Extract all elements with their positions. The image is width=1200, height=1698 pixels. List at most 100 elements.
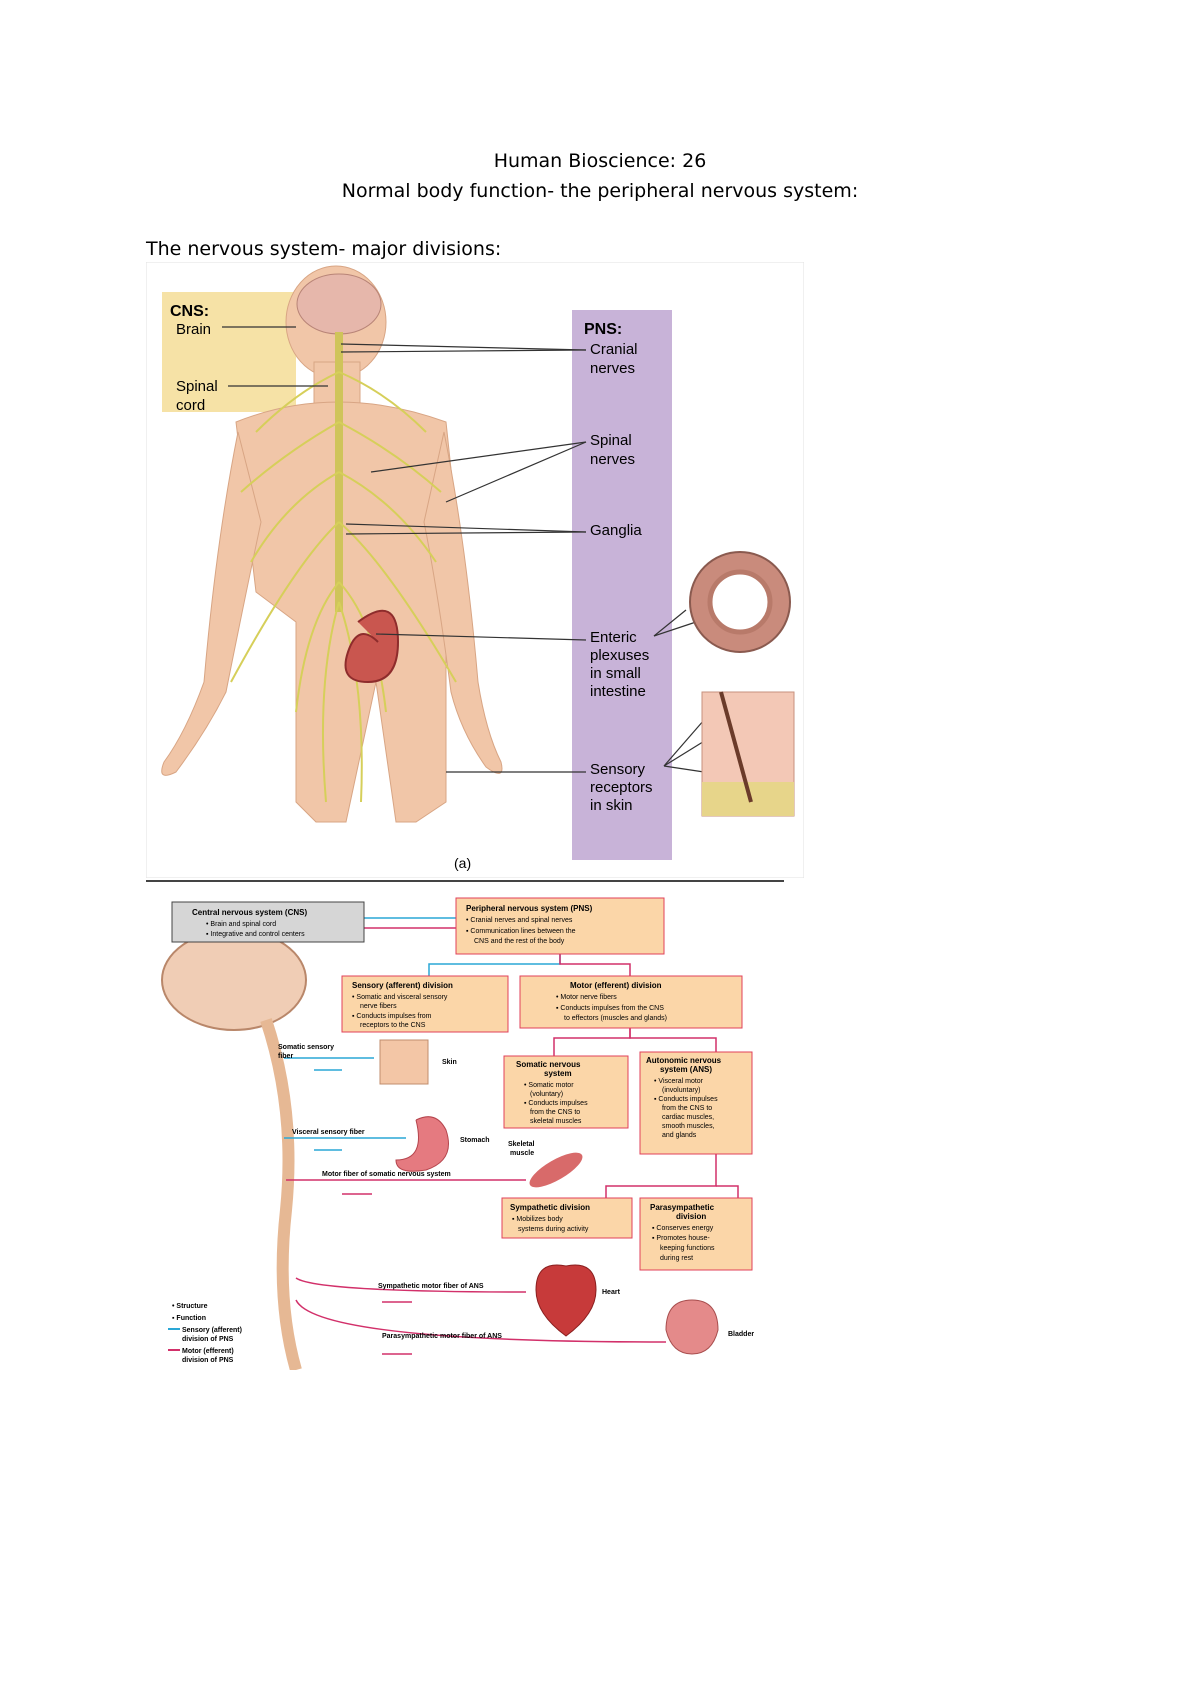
pns-sensory-3: in skin bbox=[590, 797, 633, 814]
pns-sensory-2: receptors bbox=[590, 779, 653, 796]
section-heading: The nervous system- major divisions: bbox=[146, 238, 502, 260]
pns-box-item-1: • Cranial nerves and spinal nerves bbox=[466, 917, 573, 924]
ans-box-title-1: Autonomic nervous bbox=[646, 1056, 722, 1065]
cns-box bbox=[162, 292, 296, 412]
legend-sensory-2: division of PNS bbox=[182, 1336, 234, 1343]
legend-structure: • Structure bbox=[172, 1303, 208, 1310]
para-box-item-1: ▪ Conserves energy bbox=[652, 1225, 714, 1232]
heart-label: Heart bbox=[602, 1289, 621, 1296]
sensory-box-title: Sensory (afferent) division bbox=[352, 981, 453, 990]
pns-sensory-1: Sensory bbox=[590, 761, 646, 778]
pns-enteric-4: intestine bbox=[590, 683, 646, 700]
pns-enteric-3: in small bbox=[590, 665, 641, 682]
ans-box-item-3: ▪ Conducts impulses bbox=[654, 1096, 718, 1103]
sympathetic-fiber-label: Sympathetic motor fiber of ANS bbox=[378, 1283, 484, 1290]
somatic-box-item-2: (voluntary) bbox=[530, 1091, 563, 1098]
cns-box-item-1: • Brain and spinal cord bbox=[206, 921, 276, 928]
sensory-division-box bbox=[341, 975, 509, 1033]
brain-illustration-b bbox=[161, 929, 307, 1031]
symp-box-item-2: systems during activity bbox=[518, 1226, 589, 1233]
document-subtitle: Normal body function- the peripheral ner… bbox=[341, 180, 859, 202]
ans-box-title-2: system (ANS) bbox=[660, 1065, 712, 1074]
sensory-box-item-4: receptors to the CNS bbox=[360, 1022, 426, 1029]
motor-box-title: Motor (efferent) division bbox=[570, 981, 662, 990]
sensory-box-item-3: ▪ Conducts impulses from bbox=[352, 1013, 432, 1020]
pns-cranial-1: Cranial bbox=[590, 341, 638, 358]
para-box-item-3: keeping functions bbox=[660, 1245, 715, 1252]
somatic-box-title-2: system bbox=[544, 1069, 572, 1078]
legend-function: ▪ Function bbox=[172, 1315, 206, 1322]
para-box-item-2: ▪ Promotes house- bbox=[652, 1235, 710, 1242]
nervous-system-body-figure: CNS: Brain Spinal cord PNS: Cranial nerv… bbox=[146, 262, 804, 878]
pns-ganglia: Ganglia bbox=[590, 522, 642, 539]
somatic-box-title-1: Somatic nervous bbox=[516, 1060, 581, 1069]
cns-spinal-label-2: cord bbox=[176, 397, 205, 414]
skin-illustration-b bbox=[379, 1039, 429, 1085]
cns-brain-label: Brain bbox=[176, 321, 211, 338]
para-box-title-2: division bbox=[676, 1212, 706, 1221]
stomach-label: Stomach bbox=[460, 1137, 490, 1144]
cns-heading: CNS: bbox=[170, 303, 209, 320]
somatic-box-item-5: skeletal muscles bbox=[530, 1118, 582, 1125]
pns-box-item-2: ▪ Communication lines between the bbox=[466, 928, 576, 935]
symp-box-item-1: ▪ Mobilizes body bbox=[512, 1216, 563, 1223]
cns-spinal-label-1: Spinal bbox=[176, 378, 218, 395]
visceral-sensory-fiber-label: Visceral sensory fiber bbox=[292, 1129, 365, 1136]
cns-box-title: Central nervous system (CNS) bbox=[192, 908, 307, 917]
somatic-box-item-3: ▪ Conducts impulses bbox=[524, 1100, 588, 1107]
motor-somatic-fiber-label: Motor fiber of somatic nervous system bbox=[322, 1171, 451, 1178]
pns-spinal-1: Spinal bbox=[590, 432, 632, 449]
pns-spinal-2: nerves bbox=[590, 451, 635, 468]
bladder-illustration bbox=[665, 1299, 719, 1355]
nerve-branches-illustration bbox=[230, 371, 457, 803]
somatic-box-item-1: • Somatic motor bbox=[524, 1082, 574, 1089]
cns-box-item-2: ▪ Integrative and control centers bbox=[206, 931, 305, 938]
somatic-sensory-fiber-label-2: fiber bbox=[278, 1053, 293, 1060]
legend-motor-2: division of PNS bbox=[182, 1357, 234, 1364]
sensory-box-item-1: • Somatic and visceral sensory bbox=[352, 994, 448, 1001]
parasympathetic-division-box bbox=[639, 1197, 753, 1271]
bladder-label: Bladder bbox=[728, 1331, 754, 1338]
intestine-lumen-illustration bbox=[707, 569, 773, 635]
para-box-title-1: Parasympathetic bbox=[650, 1203, 715, 1212]
ans-box-item-5: cardiac muscles, bbox=[662, 1114, 714, 1121]
legend-motor-1: Motor (efferent) bbox=[182, 1348, 234, 1355]
figure-a-leader-lines bbox=[222, 326, 707, 773]
pns-divisions-flowchart: Central nervous system (CNS) • Brain and… bbox=[146, 880, 784, 1370]
brain-illustration bbox=[296, 273, 382, 335]
parasympathetic-fiber-label: Parasympathetic motor fiber of ANS bbox=[382, 1333, 502, 1340]
ans-box-item-1: • Visceral motor bbox=[654, 1078, 704, 1085]
pns-box bbox=[455, 897, 665, 955]
motor-box-item-1: • Motor nerve fibers bbox=[556, 994, 617, 1001]
heart-illustration bbox=[535, 1264, 597, 1337]
skin-label: Skin bbox=[442, 1059, 457, 1066]
small-intestine-illustration bbox=[344, 609, 400, 684]
ans-box-item-2: (involuntary) bbox=[662, 1087, 701, 1094]
legend-sensory-1: Sensory (afferent) bbox=[182, 1327, 242, 1334]
ans-box-item-4: from the CNS to bbox=[662, 1105, 712, 1112]
motor-box-item-2: ▪ Conducts impulses from the CNS bbox=[556, 1005, 664, 1012]
pns-enteric-2: plexuses bbox=[590, 647, 649, 664]
pns-bar bbox=[572, 310, 672, 860]
motor-division-box bbox=[519, 975, 743, 1029]
pns-heading: PNS: bbox=[584, 321, 622, 338]
pns-box-item-3: CNS and the rest of the body bbox=[474, 938, 565, 945]
document-title: Human Bioscience: 26 bbox=[493, 150, 707, 172]
fiber-lines bbox=[284, 1057, 667, 1355]
skeletal-muscle-label-2: muscle bbox=[510, 1150, 534, 1157]
skeletal-muscle-illustration bbox=[529, 1152, 583, 1188]
pns-enteric-1: Enteric bbox=[590, 629, 637, 646]
spinal-cord-illustration-b bbox=[260, 1018, 302, 1370]
pns-cranial-2: nerves bbox=[590, 360, 635, 377]
sensory-box-item-2: nerve fibers bbox=[360, 1003, 397, 1010]
ans-box bbox=[639, 1051, 753, 1155]
ans-box-item-6: smooth muscles, bbox=[662, 1123, 715, 1130]
somatic-sensory-fiber-label-1: Somatic sensory bbox=[278, 1044, 334, 1051]
somatic-system-box bbox=[503, 1055, 629, 1129]
symp-box-title: Sympathetic division bbox=[510, 1203, 590, 1212]
panel-label-a: (a) bbox=[454, 855, 471, 871]
ans-box-item-7: and glands bbox=[662, 1132, 697, 1139]
legend: • Structure ▪ Function Sensory (afferent… bbox=[168, 1303, 242, 1364]
somatic-box-item-4: from the CNS to bbox=[530, 1109, 580, 1116]
cns-box-b bbox=[171, 901, 365, 943]
